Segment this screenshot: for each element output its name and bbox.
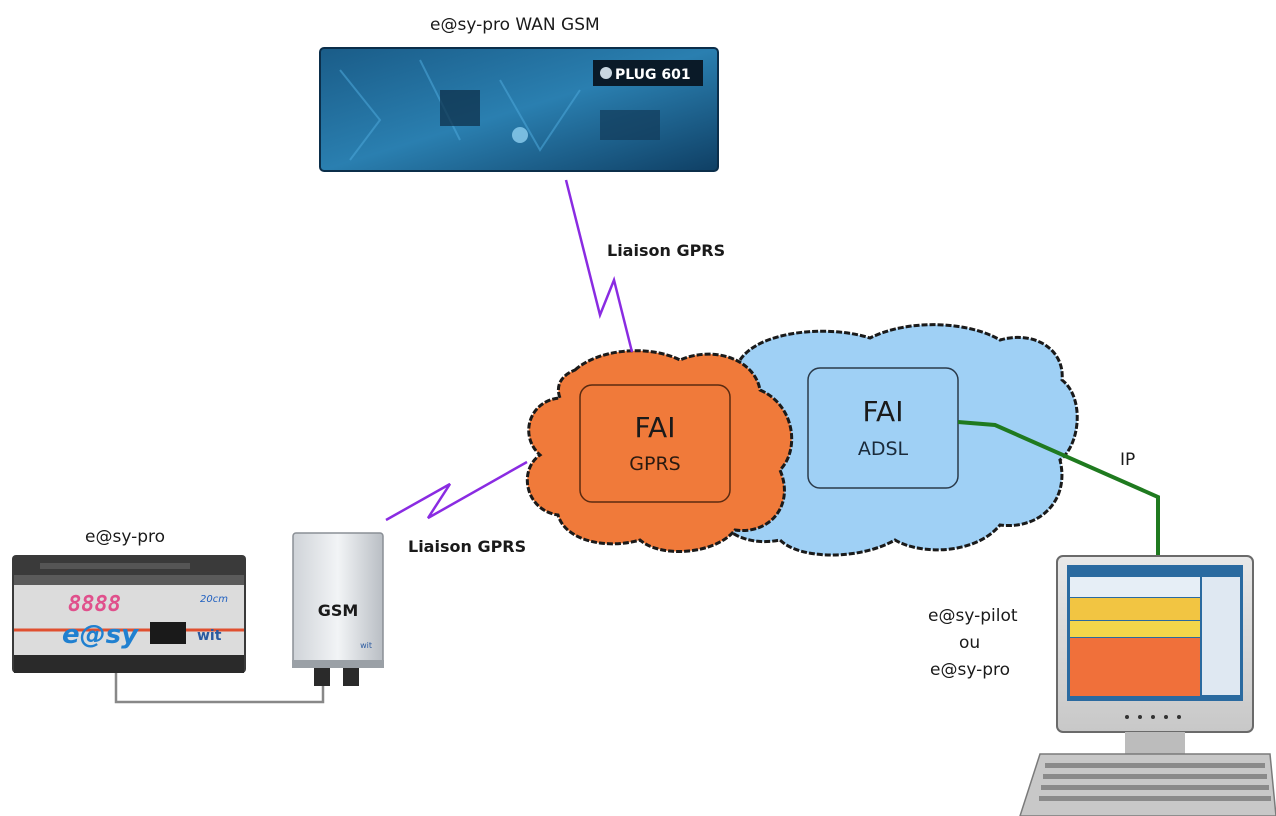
fai-adsl-title: FAI: [863, 395, 904, 428]
ip-label: IP: [1120, 450, 1136, 470]
easy-pro-label: e@sy-pro: [85, 527, 166, 547]
computer: [1019, 555, 1276, 816]
easy-badge: 20cm: [200, 594, 228, 605]
serial-cable: [114, 673, 325, 704]
fai-adsl-box: FAI ADSL: [807, 367, 959, 489]
wan-device-label: e@sy-pro WAN GSM: [430, 15, 600, 35]
fai-gprs-title: FAI: [635, 411, 676, 444]
easy-display: 8888: [68, 592, 121, 617]
gprs-link-bottom: [385, 460, 528, 522]
fai-gprs-box: FAI GPRS: [579, 384, 731, 503]
gprs-link-bottom-label: Liaison GPRS: [408, 537, 527, 556]
gsm-label: GSM: [318, 601, 359, 620]
pc-label-line2: ou: [959, 633, 981, 653]
gprs-link-top: [564, 179, 634, 353]
easy-maker: wit: [197, 628, 222, 644]
fai-gprs-subtitle: GPRS: [629, 453, 680, 475]
easy-pro-device: 8888 20cm e@sy wit: [12, 555, 246, 673]
plug601-device: PLUG 601: [319, 47, 719, 172]
gsm-maker: wit: [360, 641, 372, 650]
gsm-box: GSM wit: [292, 532, 384, 686]
easy-brand: e@sy: [62, 620, 139, 650]
pc-label-line1: e@sy-pilot: [928, 606, 1018, 626]
ip-link: [957, 420, 1160, 560]
plug601-label: PLUG 601: [615, 67, 691, 83]
pc-label-line3: e@sy-pro: [930, 660, 1011, 680]
fai-adsl-subtitle: ADSL: [858, 438, 909, 460]
gprs-link-top-label: Liaison GPRS: [607, 241, 726, 260]
